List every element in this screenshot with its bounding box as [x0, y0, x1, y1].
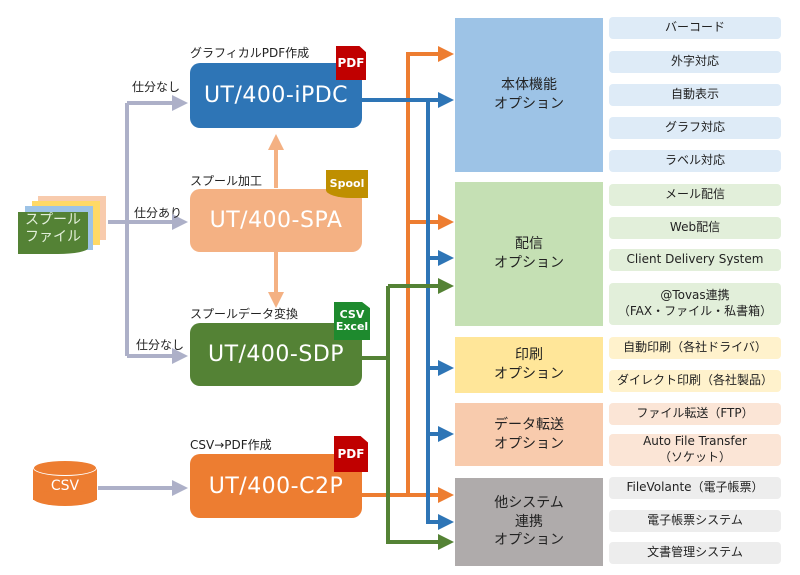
- green-bus: [362, 278, 454, 550]
- category-main-options: 本体機能 オプション: [455, 18, 603, 172]
- product-ipdc[interactable]: UT/400-iPDC: [190, 63, 362, 128]
- pdf-file-icon: PDF: [336, 46, 366, 80]
- product-label-ipdc: グラフィカルPDF作成: [190, 46, 310, 60]
- option-direct-print: ダイレクト印刷（各社製品）: [609, 370, 781, 392]
- product-sdp[interactable]: UT/400-SDP: [190, 323, 362, 386]
- branch-label-no-sort-top: 仕分なし: [132, 80, 181, 94]
- option-filevolante: FileVolante（電子帳票）: [609, 477, 781, 499]
- branch-label-no-sort-bottom: 仕分なし: [136, 338, 185, 352]
- orange-bus: [362, 46, 454, 503]
- csv-database-icon: CSV: [33, 460, 97, 506]
- input-branch-lines: [98, 95, 188, 496]
- option-ftp: ファイル転送（FTP）: [609, 403, 781, 425]
- product-c2p[interactable]: UT/400-C2P: [190, 454, 362, 518]
- pdf-file-icon: PDF: [334, 436, 368, 472]
- option-graph: グラフ対応: [609, 117, 781, 139]
- option-web: Web配信: [609, 217, 781, 239]
- branch-label-sort: 仕分あり: [134, 206, 183, 220]
- csv-label: CSV: [50, 478, 80, 494]
- product-name: UT/400-C2P: [208, 473, 344, 499]
- option-auto-print: 自動印刷（各社ドライバ）: [609, 337, 781, 359]
- product-spa[interactable]: UT/400-SPA: [190, 189, 362, 252]
- option-auto-display: 自動表示: [609, 84, 781, 106]
- option-tovas: @Tovas連携 （FAX・ファイル・私書箱）: [609, 283, 781, 325]
- product-name: UT/400-SDP: [207, 342, 345, 367]
- option-mail: メール配信: [609, 184, 781, 206]
- spool-file-label: スプール ファイル: [18, 212, 88, 254]
- spool-file-icon: スプール ファイル: [18, 196, 110, 258]
- product-label-c2p: CSV→PDF作成: [190, 438, 272, 452]
- blue-bus: [362, 92, 454, 530]
- csv-excel-file-icon: CSV Excel: [334, 302, 370, 340]
- product-label-spa: スプール加工: [190, 174, 263, 188]
- product-name: UT/400-iPDC: [203, 83, 349, 108]
- category-print-options: 印刷 オプション: [455, 337, 603, 393]
- category-transfer-options: データ転送 オプション: [455, 403, 603, 466]
- spool-badge-icon: Spool: [326, 170, 368, 198]
- option-client-delivery: Client Delivery System: [609, 249, 781, 271]
- option-auto-file-transfer: Auto File Transfer （ソケット）: [609, 434, 781, 466]
- option-document-management: 文書管理システム: [609, 542, 781, 564]
- category-delivery-options: 配信 オプション: [455, 182, 603, 326]
- product-name: UT/400-SPA: [209, 208, 343, 233]
- option-label: ラベル対応: [609, 150, 781, 172]
- option-gaiji: 外字対応: [609, 51, 781, 73]
- option-barcode: バーコード: [609, 17, 781, 39]
- category-other-system-options: 他システム 連携 オプション: [455, 478, 603, 566]
- option-e-form-system: 電子帳票システム: [609, 510, 781, 532]
- product-label-sdp: スプールデータ変換: [190, 307, 299, 321]
